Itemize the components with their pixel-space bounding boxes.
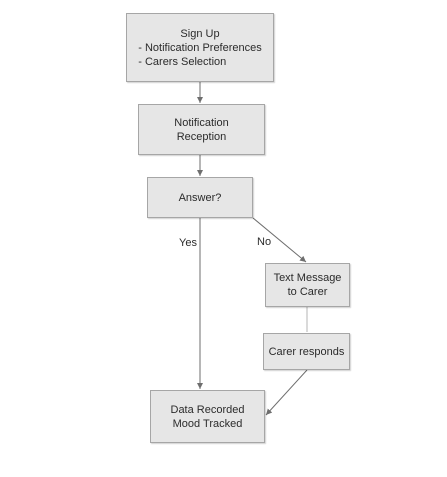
data-recorded-line-1: Data Recorded xyxy=(170,403,245,416)
carer-responds-node: Carer responds xyxy=(263,333,350,370)
edge-carer-responds-to-data xyxy=(265,369,308,416)
signup-node: Sign Up - Notification Preferences - Car… xyxy=(126,13,274,82)
text-message-node: Text Message to Carer xyxy=(265,263,350,307)
text-message-line-2: to Carer xyxy=(287,286,328,298)
data-recorded-node: Data Recorded Mood Tracked xyxy=(150,390,265,443)
answer-decision-node: Answer? xyxy=(147,177,253,218)
notification-reception-node: Notification Reception xyxy=(138,104,265,155)
signup-item-notification-preferences: - Notification Preferences xyxy=(138,41,262,54)
text-message-line-1: Text Message xyxy=(273,272,342,284)
data-recorded-line-2: Mood Tracked xyxy=(172,417,243,430)
signup-title: Sign Up xyxy=(180,27,220,40)
answer-label: Answer? xyxy=(178,191,222,204)
edge-label-yes: Yes xyxy=(179,237,197,249)
signup-item-carers-selection: - Carers Selection xyxy=(138,55,227,68)
carer-responds-label: Carer responds xyxy=(268,345,345,358)
edge-answer-no-to-text-message xyxy=(252,217,307,263)
edge-label-no: No xyxy=(257,236,272,248)
notification-reception-line-1: Notification xyxy=(174,116,229,129)
notification-reception-line-2: Reception xyxy=(176,130,227,143)
